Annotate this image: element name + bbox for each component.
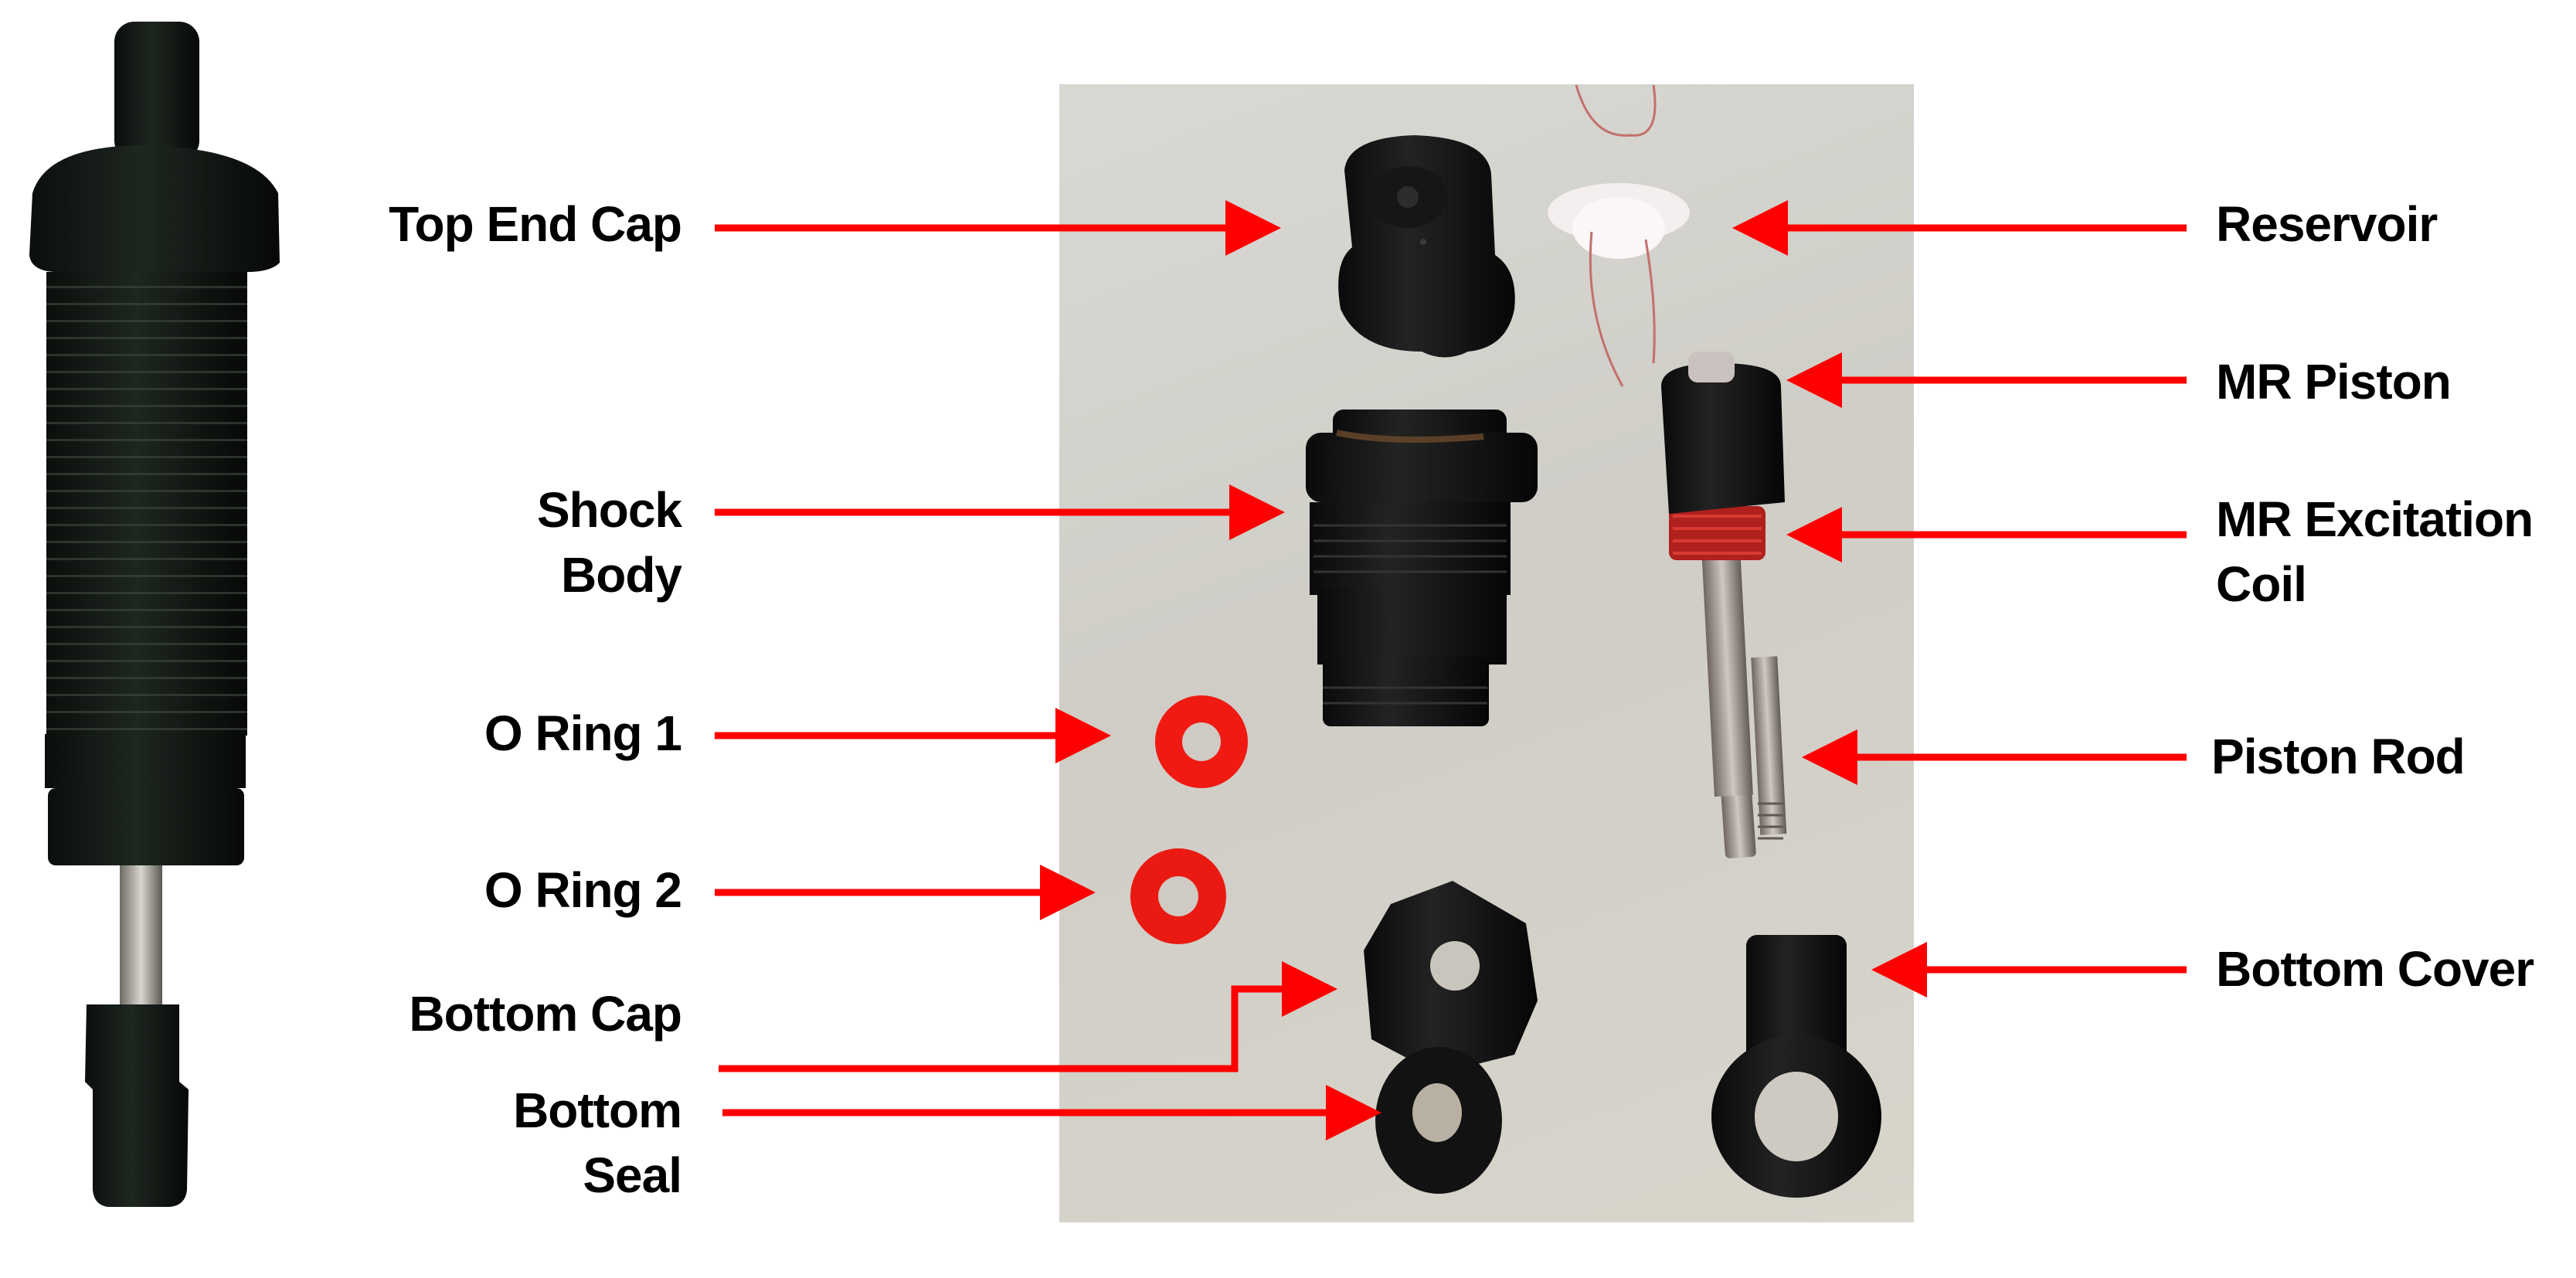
label-line-1: Shock: [536, 482, 682, 538]
label-line-2: Body: [561, 547, 682, 603]
label-mr-excitation-coil: MR Excitation Coil: [2216, 487, 2534, 617]
label-text: MR Piston: [2216, 354, 2452, 410]
label-line-2: Coil: [2216, 556, 2307, 612]
bottom-cover-part: [1711, 935, 1881, 1198]
bottom-cap-part: [1364, 881, 1538, 1074]
piston-rod-part: [1751, 656, 1787, 840]
assembled-damper-photo: [29, 22, 280, 1207]
bottom-seal-part: [1375, 1047, 1502, 1194]
o-ring-1-part: [1155, 695, 1248, 788]
label-bottom-cover: Bottom Cover: [2216, 936, 2534, 1001]
label-bottom-seal: Bottom Seal: [513, 1078, 682, 1208]
reservoir-part: [1548, 84, 1690, 387]
label-bottom-cap: Bottom Cap: [409, 981, 682, 1046]
label-shock-body: Shock Body: [536, 478, 682, 607]
label-text: O Ring 1: [484, 705, 682, 761]
label-text: Bottom Cover: [2216, 941, 2534, 997]
label-text: Piston Rod: [2211, 729, 2466, 784]
label-line-1: MR Excitation: [2216, 491, 2534, 547]
label-text: O Ring 2: [484, 862, 682, 918]
label-text: Reservoir: [2216, 196, 2438, 252]
label-text: Bottom Cap: [409, 986, 682, 1042]
label-o-ring-2: O Ring 2: [484, 858, 682, 923]
top-end-cap-part: [1338, 135, 1515, 358]
label-reservoir: Reservoir: [2216, 192, 2438, 257]
shock-body-part: [1306, 410, 1538, 726]
label-o-ring-1: O Ring 1: [484, 701, 682, 766]
label-mr-piston: MR Piston: [2216, 349, 2452, 414]
o-ring-2-part: [1130, 848, 1226, 944]
label-text: Top End Cap: [389, 196, 682, 252]
label-top-end-cap: Top End Cap: [389, 192, 682, 257]
arrow-bottom-cap: [719, 961, 1337, 1072]
mr-piston-assembly-part: [1661, 352, 1785, 858]
label-piston-rod: Piston Rod: [2211, 724, 2466, 789]
label-line-1: Bottom: [513, 1083, 682, 1138]
label-line-2: Seal: [583, 1147, 682, 1203]
